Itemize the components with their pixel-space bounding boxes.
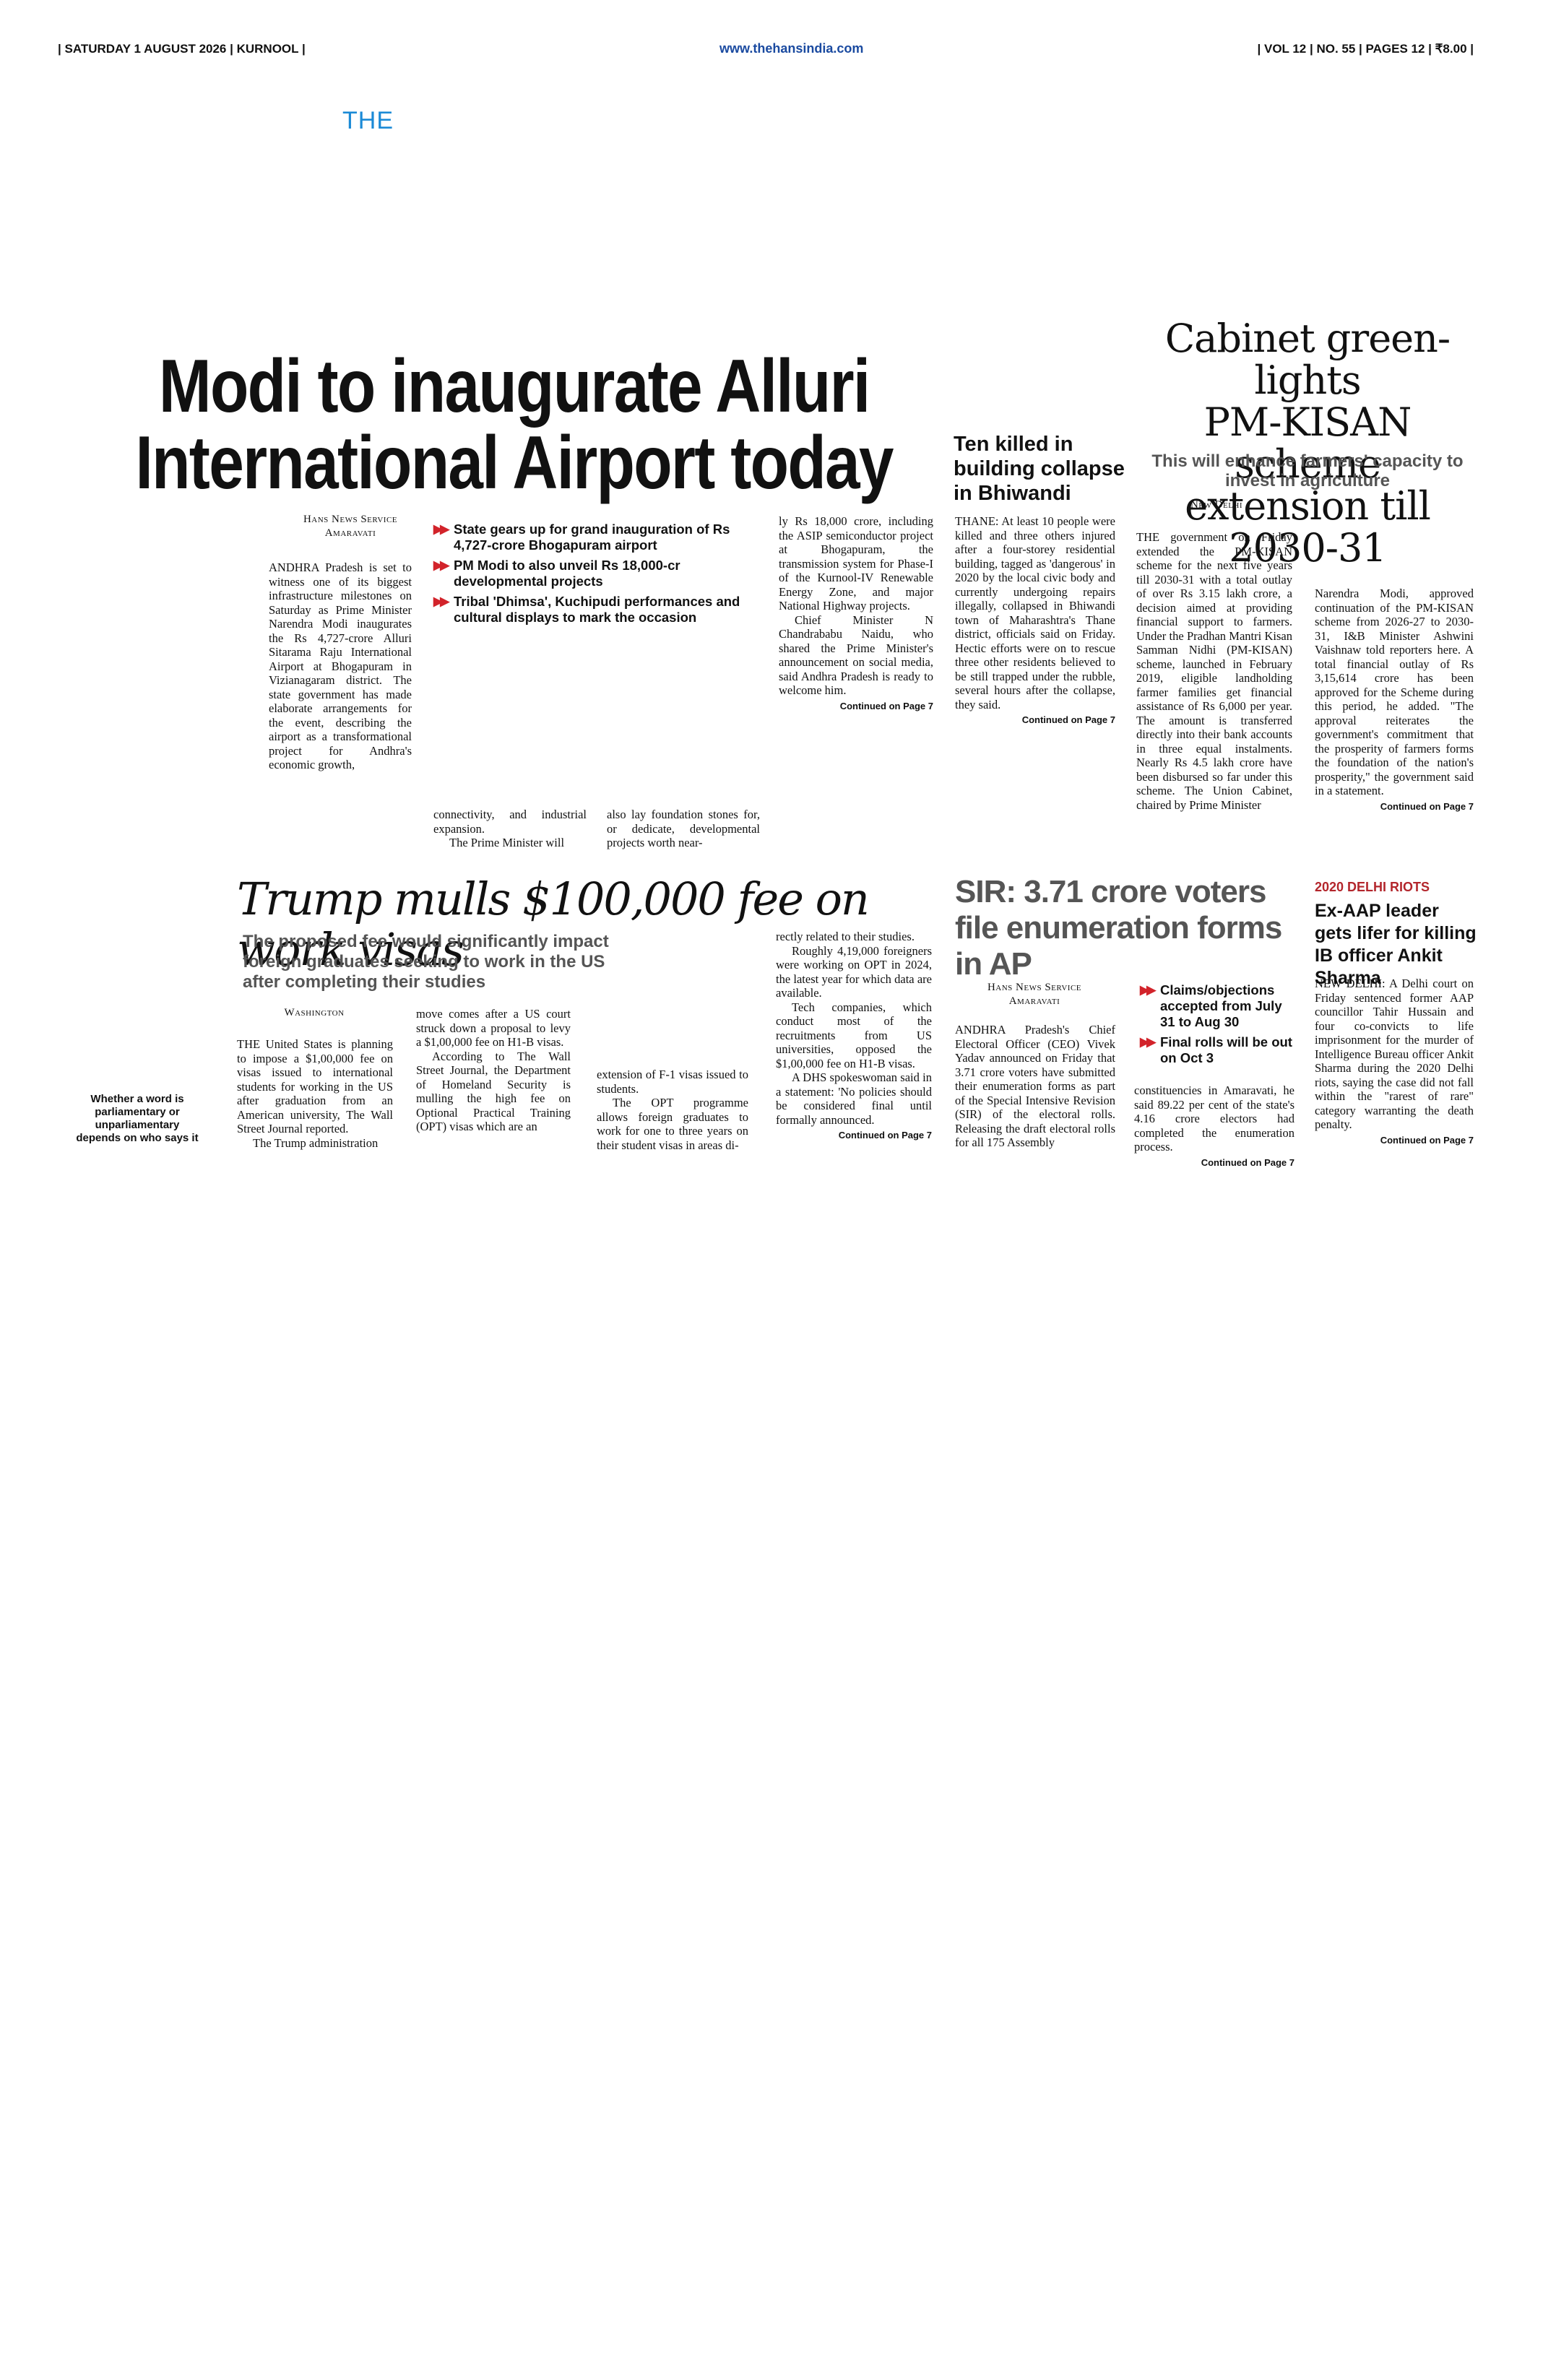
airport-col2: connectivity, and industrial expansion. … — [433, 808, 587, 850]
airport-col3-text: also lay foundation stones for, or dedic… — [607, 808, 760, 849]
trump-col4-text: Tech companies, which conduct most of th… — [776, 1000, 932, 1070]
airport-col4-text: Chief Minister N Chandrababu Naidu, who … — [779, 613, 933, 698]
continued-link[interactable]: Continued on Page 7 — [1201, 1156, 1295, 1168]
issue-info: | VOL 12 | NO. 55 | PAGES 12 | ₹8.00 | — [1257, 42, 1474, 56]
riots-headline: Ex-AAP leader gets lifer for killing IB … — [1315, 901, 1477, 988]
pmkisan-col1-text: THE government on Friday extended the PM… — [1136, 530, 1292, 812]
sir-col2-text: constituencies in Amaravati, he said 89.… — [1134, 1083, 1295, 1154]
airport-col2-text: connectivity, and industrial expansion. — [433, 808, 587, 836]
dateline: | SATURDAY 1 AUGUST 2026 | KURNOOL | — [58, 42, 306, 56]
sir-col1: ANDHRA Pradesh's Chief Electoral Officer… — [955, 1023, 1115, 1150]
lead-headline-line2: International Airport today — [135, 421, 894, 505]
airport-byline: Hans News Service Amaravati — [267, 513, 433, 540]
trump-col3-text: extension of F-1 visas issued to student… — [597, 1068, 748, 1096]
trump-byline: Washington — [284, 1007, 345, 1018]
airport-bullets: ▶▶ State gears up for grand inauguration … — [433, 522, 751, 630]
byline-place: Amaravati — [1008, 995, 1060, 1007]
trump-subhead: The proposed fee would significantly imp… — [243, 932, 609, 992]
bullet-text: State gears up for grand inauguration of… — [454, 522, 730, 553]
double-arrow-icon: ▶▶ — [433, 594, 449, 608]
bhiwandi-body-text: THANE: At least 10 people were killed an… — [955, 514, 1115, 711]
bullet-item: ▶▶ PM Modi to also unveil Rs 18,000-cr de… — [433, 558, 751, 589]
byline-agency: Hans News Service — [303, 514, 398, 525]
sidebar-teaser[interactable]: Whether a word is parliamentary or unpar… — [76, 1093, 199, 1144]
bullet-text: Claims/objections accepted from July 31 … — [1160, 982, 1282, 1029]
trump-col1: THE United States is planning to impose … — [237, 1037, 393, 1150]
bhiwandi-headline: Ten killed in building collapse in Bhiwa… — [954, 433, 1125, 505]
airport-col4-text: ly Rs 18,000 crore, including the ASIP s… — [779, 514, 933, 613]
airport-col3: also lay foundation stones for, or dedic… — [607, 808, 760, 850]
double-arrow-icon: ▶▶ — [1140, 983, 1156, 997]
airport-col2-text: The Prime Minister will — [449, 836, 565, 849]
pmkisan-subhead: This will enhance farmers' capacity to i… — [1151, 451, 1464, 490]
website-link[interactable]: www.thehansindia.com — [719, 41, 864, 56]
trump-col2-text: move comes after a US court struck down … — [416, 1007, 571, 1049]
pmkisan-col2: Narendra Modi, approved continuation of … — [1315, 587, 1474, 813]
trump-col4-text: rectly related to their studies. — [776, 930, 915, 943]
pmkisan-col2-text: Narendra Modi, approved continuation of … — [1315, 587, 1474, 797]
trump-col4-text: Roughly 4,19,000 foreigners were working… — [776, 943, 932, 1000]
trump-col2: move comes after a US court struck down … — [416, 1007, 571, 1134]
trump-col1-text: THE United States is planning to impose … — [237, 1037, 393, 1135]
bullet-item: ▶▶ Final rolls will be out on Oct 3 — [1140, 1034, 1299, 1066]
sir-bullets: ▶▶ Claims/objections accepted from July 3… — [1140, 982, 1299, 1070]
airport-col1: ANDHRA Pradesh is set to witness one of … — [269, 561, 412, 772]
sir-byline: Hans News Service Amaravati — [955, 981, 1114, 1008]
pmkisan-headline-line2: PM-KISAN scheme — [1203, 399, 1412, 487]
continued-link[interactable]: Continued on Page 7 — [1380, 1134, 1474, 1146]
airport-col1-text: ANDHRA Pradesh is set to witness one of … — [269, 561, 412, 771]
trump-col4-text: A DHS spokeswoman said in a statement: '… — [776, 1070, 932, 1127]
double-arrow-icon: ▶▶ — [433, 522, 449, 536]
byline-agency: Hans News Service — [987, 982, 1082, 993]
masthead: THE — [342, 107, 394, 134]
bullet-text: Final rolls will be out on Oct 3 — [1160, 1034, 1292, 1065]
bullet-item: ▶▶ State gears up for grand inauguration … — [433, 522, 751, 553]
continued-link[interactable]: Continued on Page 7 — [839, 700, 933, 711]
trump-col1-text: The Trump administration — [253, 1135, 379, 1150]
sir-headline: SIR: 3.71 crore voters file enumeration … — [955, 874, 1282, 982]
pmkisan-headline-line1: Cabinet green-lights — [1164, 316, 1451, 403]
riots-body: NEW DELHI: A Delhi court on Friday sente… — [1315, 977, 1474, 1147]
trump-col3-text: The OPT programme allows foreign graduat… — [597, 1096, 748, 1152]
bullet-text: Tribal 'Dhimsa', Kuchipudi performances … — [454, 594, 740, 625]
continued-link[interactable]: Continued on Page 7 — [838, 1130, 932, 1141]
bullet-text: PM Modi to also unveil Rs 18,000-cr deve… — [454, 558, 680, 589]
lead-headline: Modi to inaugurate Alluri International … — [58, 348, 970, 501]
section-tag: 2020 DELHI RIOTS — [1315, 880, 1430, 894]
bhiwandi-body: THANE: At least 10 people were killed an… — [955, 514, 1115, 727]
continued-link[interactable]: Continued on Page 7 — [1021, 714, 1115, 725]
riots-body-text: NEW DELHI: A Delhi court on Friday sente… — [1315, 977, 1474, 1131]
airport-col4: ly Rs 18,000 crore, including the ASIP s… — [779, 514, 933, 713]
trump-headline: Trump mulls $100,000 fee on work visas — [237, 873, 870, 976]
double-arrow-icon: ▶▶ — [433, 558, 449, 572]
bullet-item: ▶▶ Tribal 'Dhimsa', Kuchipudi performance… — [433, 594, 751, 626]
pmkisan-byline: New Delhi — [1190, 499, 1243, 511]
sir-col2: constituencies in Amaravati, he said 89.… — [1134, 1083, 1295, 1169]
lead-headline-line1: Modi to inaugurate Alluri — [158, 345, 870, 428]
bullet-item: ▶▶ Claims/objections accepted from July 3… — [1140, 982, 1299, 1030]
pmkisan-headline-line3: extension till 2030-31 — [1185, 483, 1431, 571]
byline-place: Amaravati — [324, 527, 376, 539]
sir-col1-text: ANDHRA Pradesh's Chief Electoral Officer… — [955, 1023, 1115, 1149]
pmkisan-headline: Cabinet green-lights PM-KISAN scheme ext… — [1127, 318, 1488, 569]
double-arrow-icon: ▶▶ — [1140, 1035, 1156, 1049]
trump-col3: extension of F-1 visas issued to student… — [597, 1068, 748, 1152]
continued-link[interactable]: Continued on Page 7 — [1380, 800, 1474, 812]
trump-col4: rectly related to their studies. Roughly… — [776, 930, 932, 1143]
trump-col2-text: According to The Wall Street Journal, th… — [416, 1049, 571, 1134]
pmkisan-col1: THE government on Friday extended the PM… — [1136, 530, 1292, 812]
